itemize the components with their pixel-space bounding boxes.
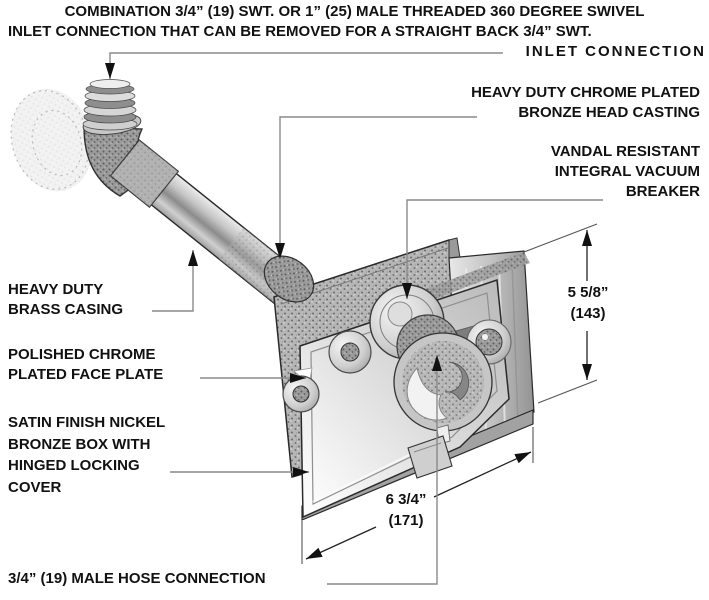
callout-line: BRASS CASING [8, 301, 124, 318]
callout-hose-connection: 3/4” (19) MALE HOSE CONNECTION [8, 569, 266, 589]
dimension-width-label: 6 3/4” (171) [350, 489, 462, 531]
title-line-1: COMBINATION 3/4” (19) SWT. OR 1” (25) MA… [64, 3, 645, 20]
title-line-2: INLET CONNECTION THAT CAN BE REMOVED FOR… [8, 23, 592, 40]
callout-vacuum-breaker: VANDAL RESISTANT INTEGRAL VACUUM BREAKER [551, 142, 700, 202]
leader-brass-casing [152, 250, 198, 312]
leader-inlet-connection [105, 52, 503, 79]
hose-outlet [393, 332, 493, 479]
callout-line: HEAVY DUTY [8, 281, 104, 298]
dimension-height-label: 5 5/8” (143) [536, 282, 640, 324]
leader-vacuum-breaker [402, 199, 603, 299]
callout-line: BRONZE BOX WITH [8, 435, 151, 453]
callout-line: 3/4” (19) MALE HOSE CONNECTION [8, 570, 266, 587]
callout-head-casting: HEAVY DUTY CHROME PLATED BRONZE HEAD CAS… [471, 83, 700, 123]
dimension-width-imperial: 6 3/4” [385, 491, 427, 508]
hinge-lugs [282, 330, 372, 413]
leader-lines [105, 52, 603, 585]
dimension-width-arrow-right [433, 451, 532, 498]
callout-line: BREAKER [625, 183, 700, 200]
dimension-height-metric: (143) [570, 305, 606, 322]
dimension-width-arrow-left [305, 526, 377, 560]
callout-line: POLISHED CHROME [8, 346, 156, 363]
callout-brass-casing: HEAVY DUTY BRASS CASING [8, 280, 123, 320]
callout-line: BRONZE HEAD CASTING [518, 104, 700, 121]
callout-line: HEAVY DUTY CHROME PLATED [471, 84, 700, 101]
leader-head-casting [275, 116, 477, 259]
callout-line: COVER [8, 478, 62, 496]
dimension-lines [305, 230, 592, 560]
threaded-inlet-connection [82, 79, 138, 131]
callout-box: SATIN FINISH NICKEL BRONZE BOX WITH HING… [8, 412, 165, 498]
callout-line: VANDAL RESISTANT [550, 143, 700, 160]
callout-line: HINGED LOCKING [8, 457, 140, 474]
callout-line: PLATED FACE PLATE [8, 366, 164, 383]
dimension-height-imperial: 5 5/8” [567, 284, 609, 301]
callout-line: SATIN FINISH NICKEL [8, 414, 166, 431]
callout-line: INTEGRAL VACUUM [554, 163, 700, 180]
extension-lines [301, 223, 598, 564]
callout-face-plate: POLISHED CHROME PLATED FACE PLATE [8, 345, 163, 385]
leader-hose-connection [327, 355, 442, 585]
dimension-width-metric: (171) [388, 512, 424, 529]
title-line-3-inlet-connection: INLET CONNECTION [525, 43, 706, 60]
